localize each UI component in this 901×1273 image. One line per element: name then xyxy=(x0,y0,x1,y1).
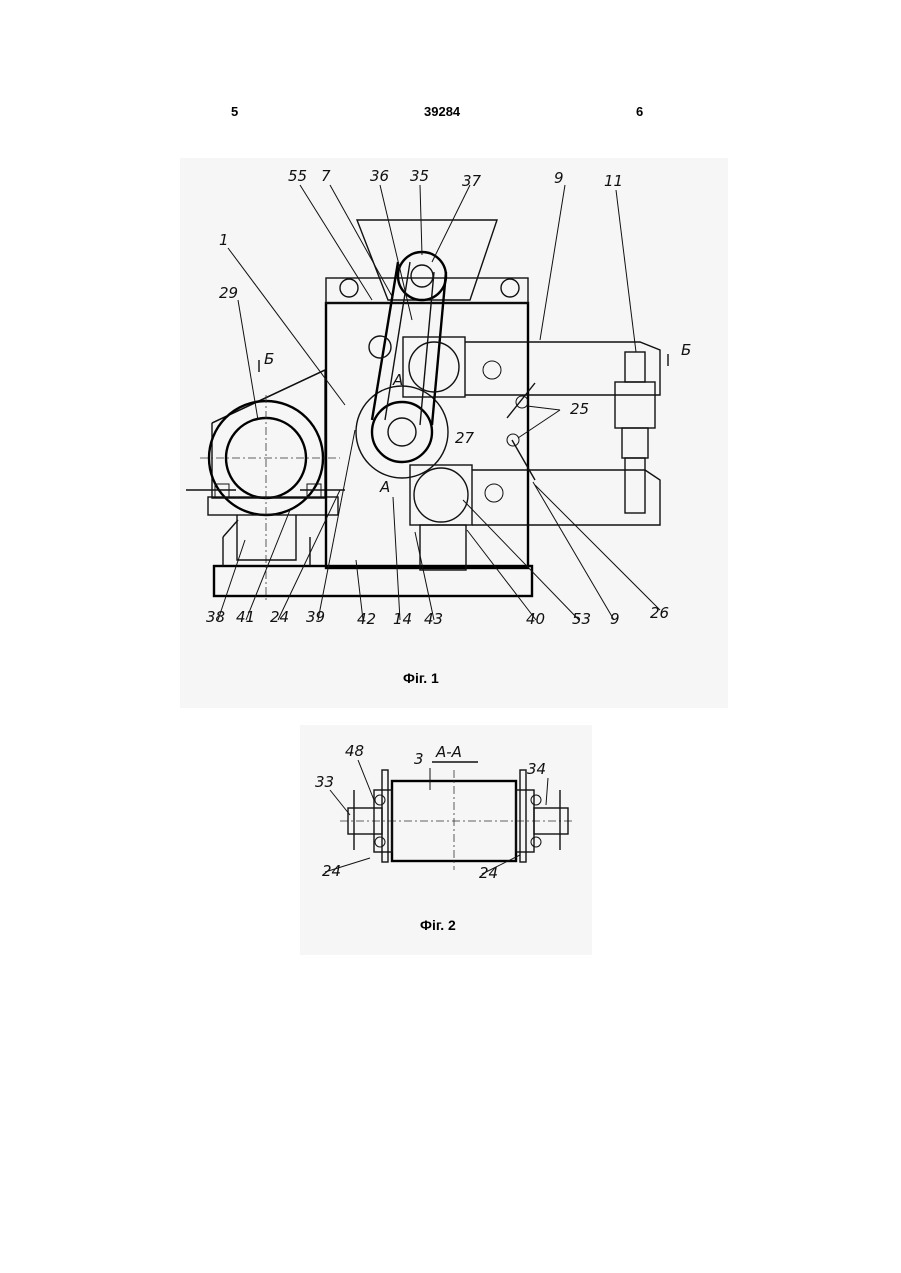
label-3: 3 xyxy=(414,750,424,768)
label-33: 33 xyxy=(315,773,334,791)
label-48: 48 xyxy=(345,742,364,760)
section-a-a: А-А xyxy=(435,743,462,761)
label-34: 34 xyxy=(527,760,546,778)
label-24-left: 24 xyxy=(322,862,341,880)
figure-2-caption: Фіг. 2 xyxy=(420,917,456,933)
label-24-right: 24 xyxy=(479,864,498,882)
